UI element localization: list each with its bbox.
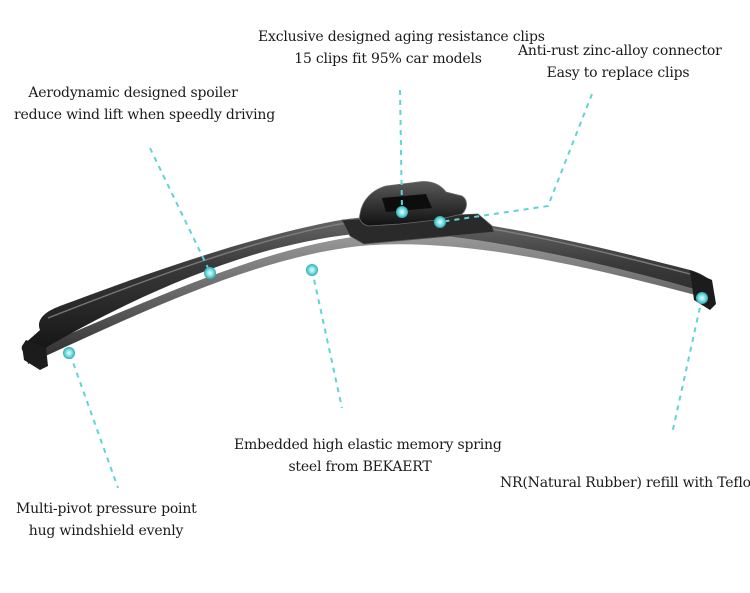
leader-lines [69,89,703,489]
leader-pivot [69,353,119,489]
right-end-cap [690,270,716,310]
callout-spoiler-line2: reduce wind lift when speedly driving [14,107,275,123]
dot-rubber [696,292,708,304]
dot-clips [396,206,408,218]
spoiler-body [21,216,713,354]
callout-connector: Anti-rust zinc-alloy connector Easy to r… [518,40,722,84]
left-end-cap [22,340,48,370]
leader-rubber [671,297,703,435]
callout-pivot-line2: hug windshield evenly [28,523,184,539]
leader-spoiler [149,147,211,273]
leader-clips [399,89,403,211]
callout-spring: Embedded high elastic memory spring stee… [234,434,502,478]
callout-rubber: NR(Natural Rubber) refill with Teflon [500,472,750,494]
callout-connector-line1: Anti-rust zinc-alloy connector [518,43,722,59]
rubber-refill [26,234,714,364]
callout-clips: Exclusive designed aging resistance clip… [258,26,545,70]
callout-clips-line1: Exclusive designed aging resistance clip… [258,29,545,45]
connector-window [382,194,432,212]
dot-spoiler [204,267,216,279]
callout-pivot-line1: Multi-pivot pressure point [16,501,197,517]
callout-spoiler-line1: Aerodynamic designed spoiler [28,85,238,101]
callout-pivot: Multi-pivot pressure point hug windshiel… [16,498,197,542]
callout-spring-line1: Embedded high elastic memory spring [234,437,502,453]
callout-spring-line2: steel from BEKAERT [288,459,432,475]
callout-dots [63,206,708,359]
callout-spoiler: Aerodynamic designed spoiler reduce wind… [14,82,275,126]
leader-spring [311,269,343,409]
callout-rubber-line1: NR(Natural Rubber) refill with Teflon [500,475,750,491]
callout-connector-line2: Easy to replace clips [546,65,690,81]
dot-pivot [63,347,75,359]
leader-connector [439,93,593,223]
callout-clips-line2: 15 clips fit 95% car models [294,51,482,67]
dot-spring [306,264,318,276]
dot-connector [434,216,446,228]
